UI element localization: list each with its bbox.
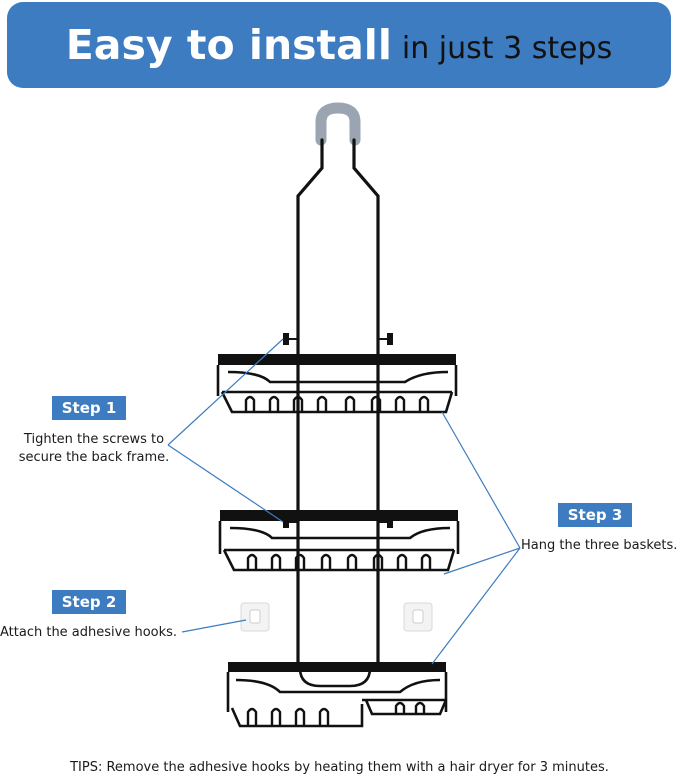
step-1-caption: Tighten the screws to secure the back fr… [14,431,174,467]
hanger-pad [315,102,361,146]
step-1-badge: Step 1 [52,396,126,420]
header-title-light: in just 3 steps [401,30,613,66]
header-banner: Easy to install in just 3 steps [7,2,671,88]
screw-icon [283,333,298,345]
step-3-caption: Hang the three baskets. [521,537,679,555]
step-2-caption: Attach the adhesive hooks. [0,624,200,642]
top-basket [216,354,458,414]
step-2-badge: Step 2 [52,590,126,614]
screw-icon [378,516,393,528]
hanger-frame [296,138,380,670]
tips-text: TIPS: Remove the adhesive hooks by heati… [70,760,609,775]
adhesive-hook-icon [240,602,270,632]
step-3-badge: Step 3 [558,503,632,527]
callout-lines [167,338,521,665]
step-3-caption-line: Hang the three baskets. [521,538,678,553]
step-2-caption-line: Attach the adhesive hooks. [0,625,178,640]
header-title-bold: Easy to install [65,21,392,69]
adhesive-hook-icon [403,602,433,632]
step-1-caption-line: Tighten the screws to [23,432,165,447]
bottom-basket [226,662,448,728]
middle-basket [218,510,460,572]
step-1-caption-line: secure the back frame. [18,450,170,465]
screw-icon [378,333,393,345]
screw-icon [283,516,298,528]
